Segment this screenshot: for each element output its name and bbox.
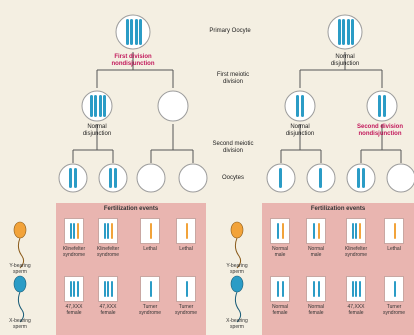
zygote-box [346, 276, 366, 302]
outcome-caption: Klinefelter syndrome [96, 246, 120, 258]
normal-disjunction-left-label: Normal disjunction [82, 124, 112, 137]
second-division-nondisjunction-label: Second division nondisjunction [356, 124, 403, 137]
x-bearing-sperm-right-label: X-bearing sperm [226, 318, 248, 330]
x-bearing-sperm-left-label: X-bearing sperm [9, 318, 31, 330]
fertilization-events-left-title: Fertilization events [103, 206, 159, 212]
primary-oocyte-right [327, 14, 363, 50]
outcome-caption: Klinefelter syndrome [344, 246, 368, 258]
y-bearing-sperm-right-label: Y-bearing sperm [226, 263, 248, 275]
secondary-cell-right-2 [366, 90, 398, 122]
zygote-box [346, 218, 366, 244]
outcome-caption: Lethal [179, 246, 193, 252]
y-bearing-sperm-left-label: Y-bearing sperm [9, 263, 31, 275]
first-division-nondisjunction-label: First division nondisjunction [111, 54, 155, 67]
zygote-box [64, 218, 84, 244]
primary-oocyte-label: Primary Oocyte [209, 28, 251, 34]
zygote-box [306, 276, 326, 302]
primary-oocyte-left [115, 14, 151, 50]
outcome-caption: Turner syndrome [139, 304, 161, 316]
oocytes-label: Oocytes [221, 175, 244, 181]
fertilization-events-right-title: Fertilization events [310, 206, 366, 212]
zygote-box [176, 276, 196, 302]
first-meiotic-division-label: First meiotic division [216, 72, 250, 85]
zygote-box [384, 218, 404, 244]
zygote-box [98, 276, 118, 302]
zygote-box [270, 218, 290, 244]
sperm-icon [13, 221, 244, 323]
zygote-box [64, 276, 84, 302]
outcome-caption: Lethal [387, 246, 401, 252]
outcome-caption: Turner syndrome [175, 304, 197, 316]
zygote-box [140, 276, 160, 302]
outcome-caption: 47,XXX female [99, 304, 117, 316]
zygote-box [176, 218, 196, 244]
lineage-lines [72, 52, 402, 163]
outcome-caption: Normal female [271, 304, 289, 316]
zygote-box [140, 218, 160, 244]
outcome-caption: 47,XXX female [347, 304, 365, 316]
outcome-caption: Normal female [307, 304, 325, 316]
secondary-cell-right-1 [284, 90, 316, 122]
second-meiotic-division-label: Second meiotic division [212, 141, 254, 154]
secondary-cell-left-2 [157, 90, 189, 122]
zygote-box [384, 276, 404, 302]
normal-disjunction-right-label: Normal disjunction [285, 124, 315, 137]
normal-disjunction-top-right-label: Normal disjunction [330, 54, 360, 67]
outcome-caption: Normal male [307, 246, 325, 258]
oocyte-row [58, 163, 414, 193]
outcome-caption: 47,XXX female [65, 304, 83, 316]
outcome-caption: Normal male [271, 246, 289, 258]
outcome-caption: Klinefelter syndrome [62, 246, 86, 258]
zygote-box [98, 218, 118, 244]
secondary-cell-left-1 [81, 90, 113, 122]
outcome-caption: Turner syndrome [383, 304, 405, 316]
outcome-caption: Lethal [143, 246, 157, 252]
zygote-box [306, 218, 326, 244]
zygote-box [270, 276, 290, 302]
